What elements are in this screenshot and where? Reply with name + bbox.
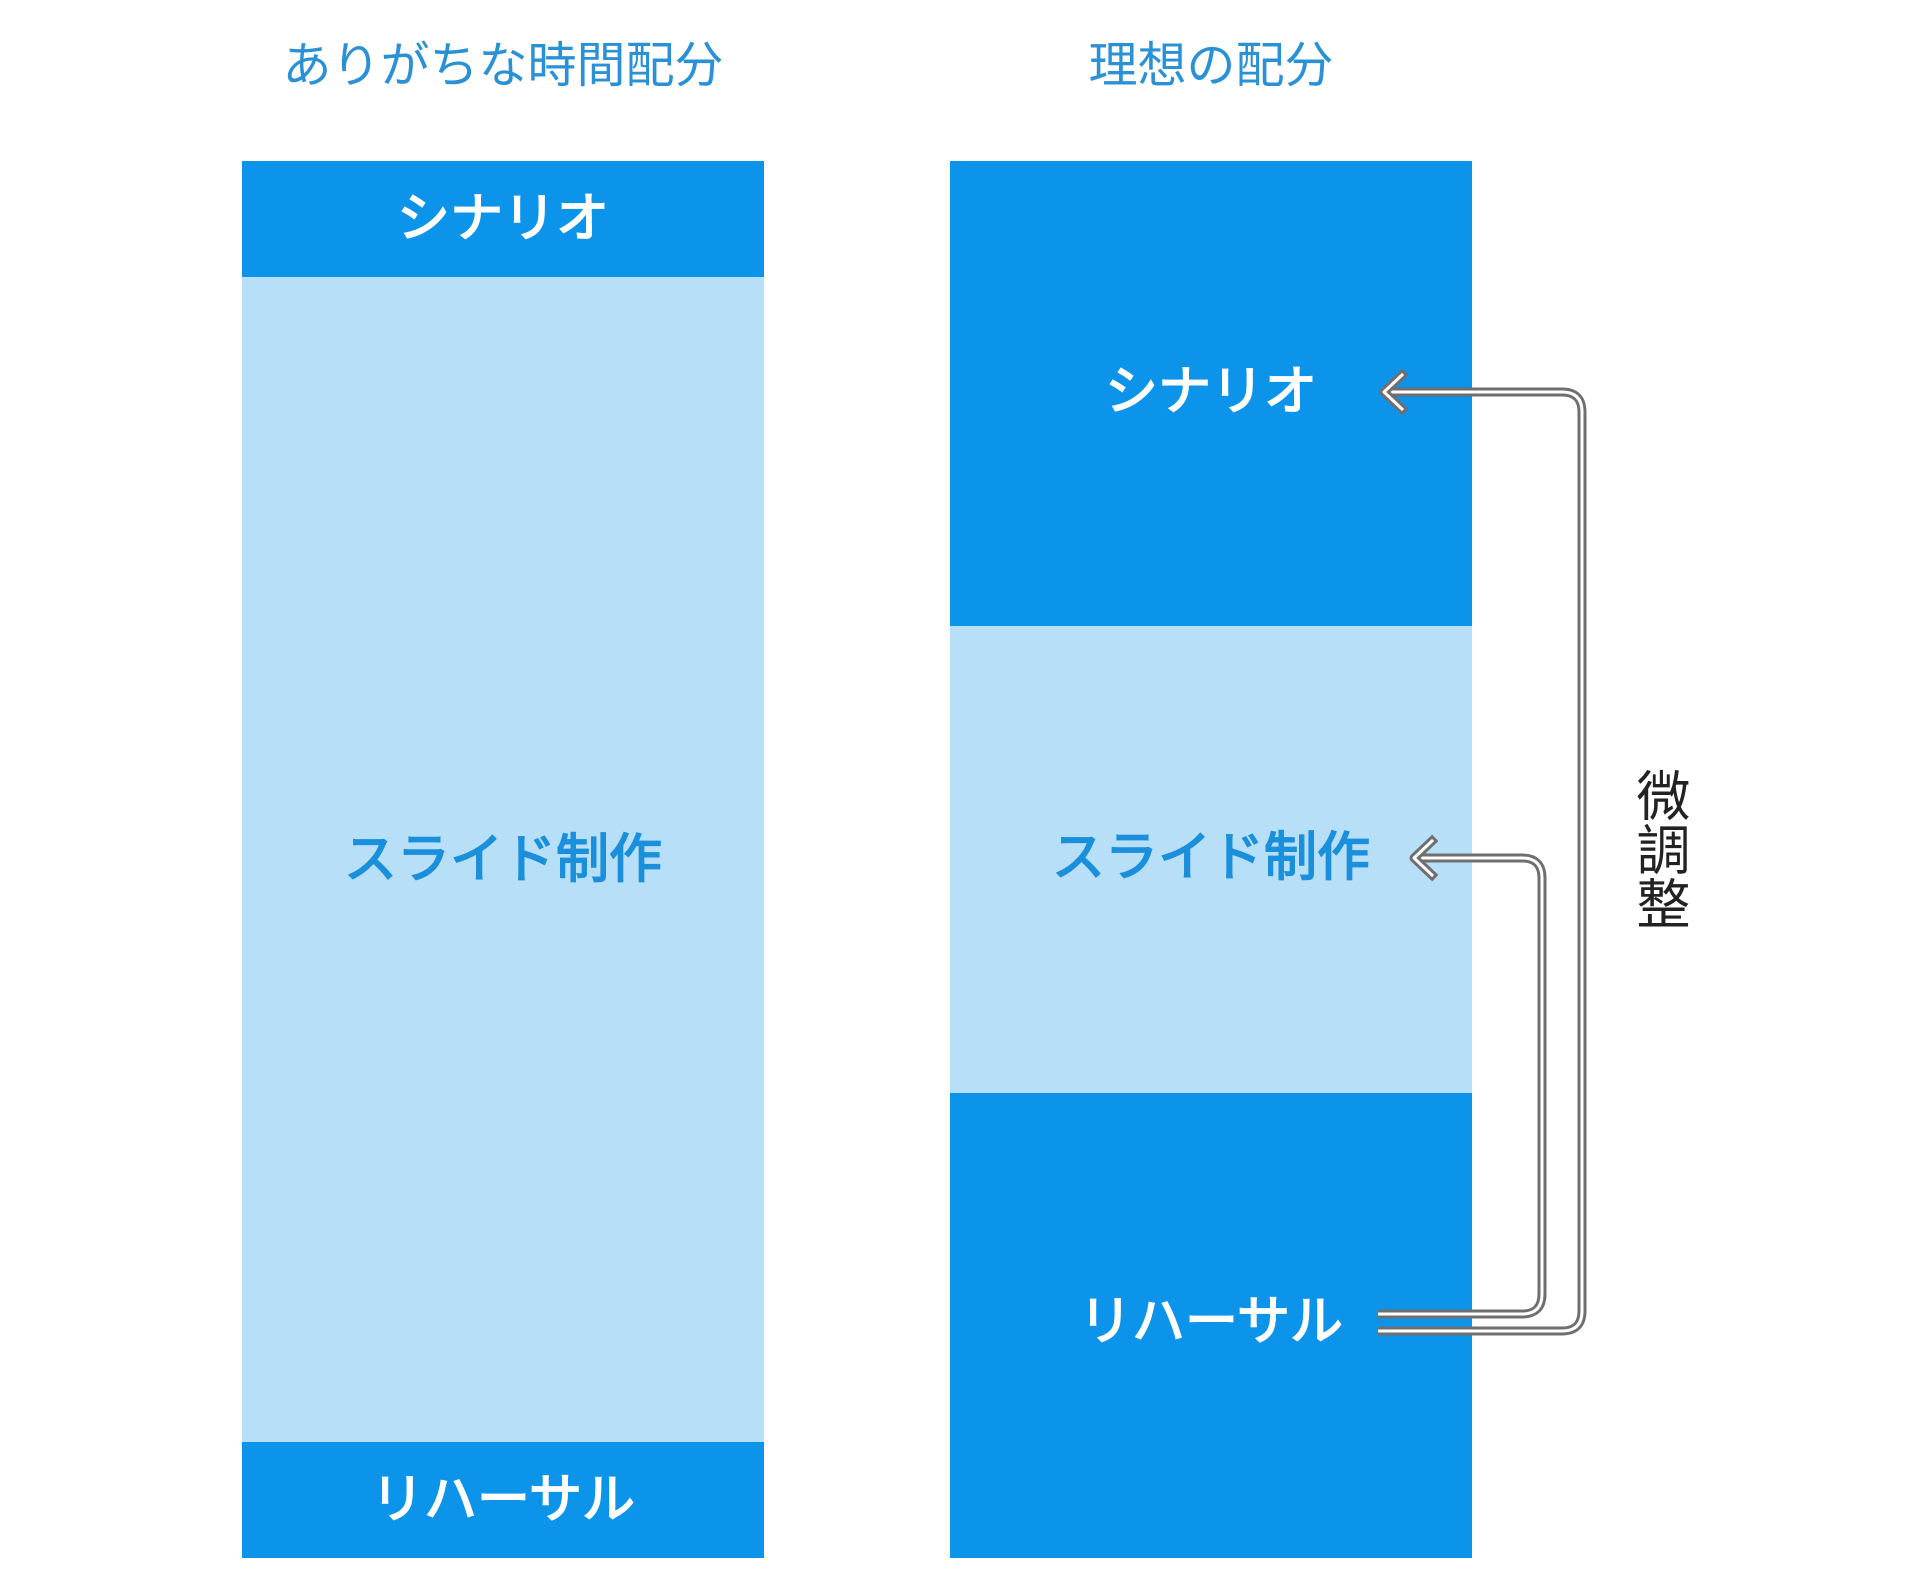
right-column-title: 理想の配分 <box>1088 37 1334 94</box>
right-block-slides: スライド制作 <box>950 626 1472 1093</box>
left-block-scenario: シナリオ <box>242 161 764 277</box>
left-block-slides: スライド制作 <box>242 277 764 1442</box>
right-block-scenario-label: シナリオ <box>1105 361 1317 422</box>
left-column-title: ありがちな時間配分 <box>282 37 724 94</box>
fine-adjustment-label: 微調整 <box>1627 768 1690 930</box>
left-column-stack: シナリオ スライド制作 リハーサル <box>242 161 764 1558</box>
right-block-rehearsal-label: リハーサル <box>1079 1291 1343 1352</box>
right-block-slides-label: スライド制作 <box>1052 827 1370 888</box>
right-block-rehearsal: リハーサル <box>950 1093 1472 1558</box>
right-column-stack: シナリオ スライド制作 リハーサル <box>950 161 1472 1558</box>
left-block-rehearsal-label: リハーサル <box>371 1469 635 1530</box>
left-block-slides-label: スライド制作 <box>344 829 662 890</box>
left-block-rehearsal: リハーサル <box>242 1442 764 1558</box>
left-block-scenario-label: シナリオ <box>397 188 609 249</box>
right-block-scenario: シナリオ <box>950 161 1472 626</box>
